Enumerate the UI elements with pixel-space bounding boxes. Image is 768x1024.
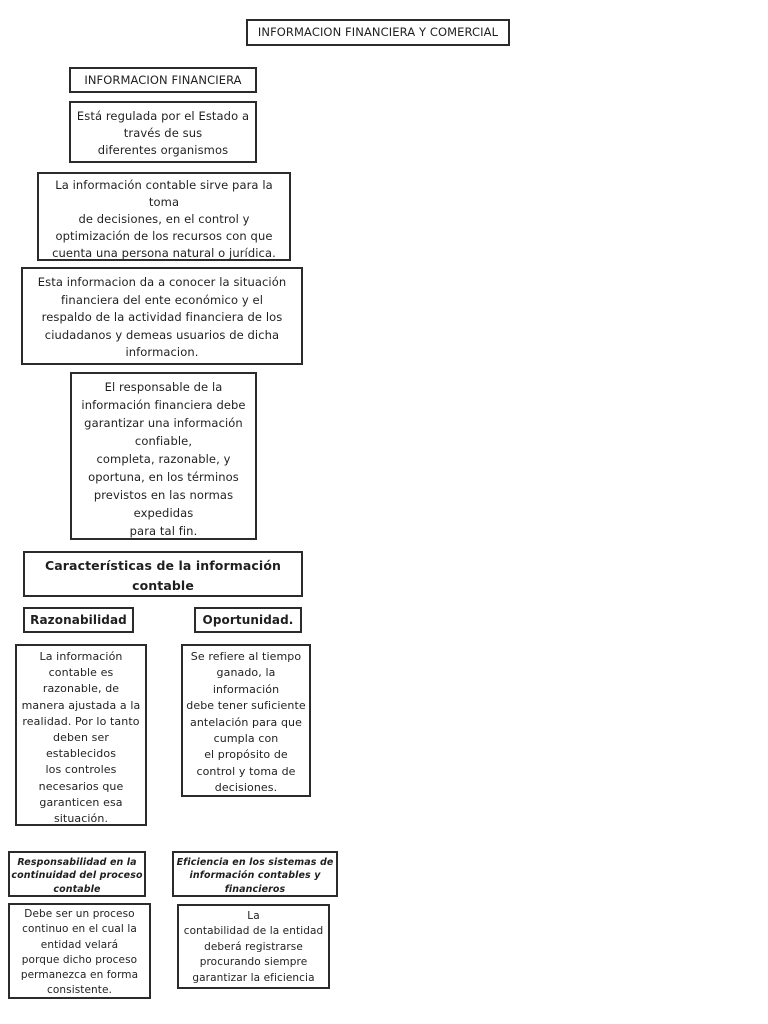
razonabilidad-description-box: La información contable es razonable, de…	[15, 644, 147, 826]
oportunidad-label-box: Oportunidad.	[194, 607, 302, 633]
oportunidad-description-box: Se refiere al tiempo ganado, la informac…	[181, 644, 311, 797]
informacion-contable-sirve-text-box: La información contable sirve para la to…	[37, 172, 291, 261]
informacion-financiera-heading-box: INFORMACION FINANCIERA	[69, 67, 257, 93]
contabilidad-entidad-description-box: La contabilidad de la entidad deberá reg…	[177, 904, 330, 989]
proceso-continuo-description-box: Debe ser un proceso continuo en el cual …	[8, 903, 151, 999]
razonabilidad-label-box: Razonabilidad	[23, 607, 134, 633]
main-title-box: INFORMACION FINANCIERA Y COMERCIAL	[246, 19, 510, 46]
da-a-conocer-situacion-text-box: Esta informacion da a conocer la situaci…	[21, 267, 303, 365]
regulada-estado-text-box: Está regulada por el Estado a través de …	[69, 101, 257, 163]
responsable-informacion-text-box: El responsable de la información financi…	[70, 372, 257, 540]
responsabilidad-continuidad-heading-box: Responsabilidad en la continuidad del pr…	[8, 851, 146, 897]
caracteristicas-heading-box: Características de la información contab…	[23, 551, 303, 597]
eficiencia-sistemas-heading-box: Eficiencia en los sistemas de informació…	[172, 851, 338, 897]
